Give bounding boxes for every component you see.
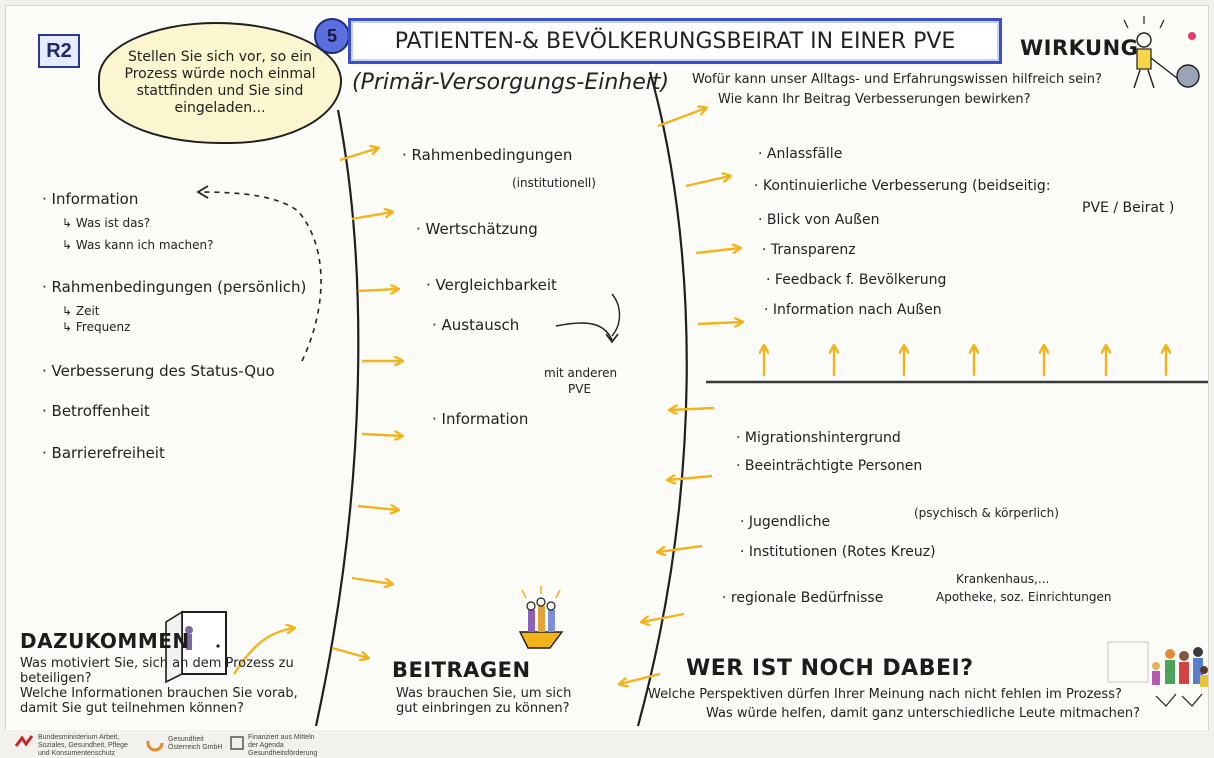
arrow-icon xyxy=(351,212,392,221)
arrow-icon xyxy=(642,612,685,622)
wer-question-2: Was würde helfen, damit ganz unterschied… xyxy=(706,706,1141,721)
arrow-icon xyxy=(331,646,368,658)
left-item: · Rahmenbedingungen (persönlich) xyxy=(42,278,307,296)
arrow-icon xyxy=(357,289,398,291)
poster-title: PATIENTEN-& BEVÖLKERUNGSBEIRAT IN EINER … xyxy=(348,18,1002,64)
step-number-badge: 5 xyxy=(314,18,350,54)
ministry-logo-text: Bundesministerium Arbeit, Soziales, Gesu… xyxy=(38,734,128,757)
goeg-logo-icon xyxy=(146,734,164,752)
beitragen-question-1: Was brauchen Sie, um sich xyxy=(396,686,572,701)
section-badge-r2: R2 xyxy=(38,34,80,68)
dashed-loop-arrow xyxy=(199,191,322,362)
left-subitem: ↳ Zeit xyxy=(62,304,100,318)
arrow-icon xyxy=(670,408,715,410)
arrow-icon xyxy=(232,628,294,675)
poster-drawing xyxy=(165,16,1208,727)
ministry-logo-icon xyxy=(14,734,34,750)
left-item: · Barrierefreiheit xyxy=(42,444,165,462)
arrow-icon xyxy=(351,576,392,584)
wirkung-question-2: Wie kann Ihr Beitrag Verbesserungen bewi… xyxy=(718,92,1031,107)
left-subitem: ↳ Frequenz xyxy=(62,320,131,334)
arrow-icon xyxy=(685,176,730,188)
dazukommen-heading: DAZUKOMMEN xyxy=(20,629,190,653)
pushing-figure-icon xyxy=(1123,16,1200,89)
arrow-icon xyxy=(697,322,742,324)
left-item: · Verbesserung des Status-Quo xyxy=(42,362,275,380)
cloud-text: Stellen Sie sich vor, so ein Prozess wür… xyxy=(124,49,316,116)
agenda-logo-text: Finanziert aus Mitteln der Agenda Gesund… xyxy=(248,734,318,757)
left-item: · Information xyxy=(42,190,139,208)
goeg-logo-text: Gesundheit Österreich GmbH xyxy=(168,736,223,751)
beitragen-heading: BEITRAGEN xyxy=(392,658,531,682)
middle-item: · Rahmenbedingungen xyxy=(402,146,573,164)
footer-logos: Bundesministerium Arbeit, Soziales, Gesu… xyxy=(0,730,1214,758)
middle-item: · Information xyxy=(432,410,529,428)
wer-item: · Jugendliche xyxy=(740,514,831,530)
dazukommen-question-1: Was motiviert Sie, sich an dem Prozess z… xyxy=(20,656,294,686)
arrow-icon xyxy=(620,672,661,684)
left-item: · Betroffenheit xyxy=(42,402,150,420)
wer-item: · Institutionen (Rotes Kreuz) xyxy=(740,544,936,560)
arrow-icon xyxy=(361,434,402,436)
divider-left-curve xyxy=(314,109,360,727)
wer-subitem: Apotheke, soz. Einrichtungen xyxy=(936,590,1112,604)
wirkung-item: · Transparenz xyxy=(762,242,856,258)
arrow-icon xyxy=(695,248,740,255)
wirkung-item: · Anlassfälle xyxy=(758,146,843,162)
vergleich-bracket xyxy=(611,293,621,337)
middle-subitem: (institutionell) xyxy=(512,176,596,190)
wer-heading: WER IST NOCH DABEI? xyxy=(686,656,974,681)
wirkung-item: PVE / Beirat ) xyxy=(1082,200,1175,216)
left-subitem: ↳ Was kann ich machen? xyxy=(62,238,214,252)
wer-subitem: Krankenhaus,... xyxy=(956,572,1050,586)
poster-subtitle: (Primär-Versorgungs-Einheit) xyxy=(352,70,670,95)
wer-question-1: Welche Perspektiven dürfen Ihrer Meinung… xyxy=(648,687,1122,702)
arrow-icon xyxy=(357,506,398,510)
dazukommen-question-2: Welche Informationen brauchen Sie vorab, xyxy=(20,686,298,701)
wirkung-item: · Feedback f. Bevölkerung xyxy=(766,272,947,288)
dazukommen-questions: Was motiviert Sie, sich an dem Prozess z… xyxy=(20,656,350,716)
wer-item: · regionale Bedürfnisse xyxy=(722,590,884,606)
wer-subitem: (psychisch & körperlich) xyxy=(914,506,1059,520)
poster-title-text: PATIENTEN-& BEVÖLKERUNGSBEIRAT IN EINER … xyxy=(394,28,956,54)
wer-item: · Beeinträchtigte Personen xyxy=(736,458,923,474)
middle-subitem: mit anderen xyxy=(544,366,618,380)
beitragen-questions: Was brauchen Sie, um sich gut einbringen… xyxy=(396,686,596,716)
poster-board: R2 Stellen Sie sich vor, so ein Prozess … xyxy=(6,6,1208,734)
door-icon xyxy=(165,610,227,684)
middle-item: · Wertschätzung xyxy=(416,220,538,238)
left-subitem: ↳ Was ist das? xyxy=(62,216,151,230)
wirkung-heading: WIRKUNG xyxy=(1020,36,1139,60)
arrow-icon xyxy=(657,108,706,128)
austausch-arrow xyxy=(555,322,613,341)
beitragen-question-2: gut einbringen zu können? xyxy=(396,701,570,716)
wirkung-item: · Blick von Außen xyxy=(758,212,880,228)
dazukommen-question-3: damit Sie gut teilnehmen können? xyxy=(20,701,244,716)
wer-item: · Migrationshintergrund xyxy=(736,430,901,446)
arrow-icon xyxy=(339,148,378,162)
wirkung-item: · Kontinuierliche Verbesserung (beidseit… xyxy=(754,178,1051,194)
wirkung-item: · Information nach Außen xyxy=(764,302,942,318)
hands-icon xyxy=(518,586,564,649)
divider-right-curve xyxy=(636,71,688,727)
middle-item: · Vergleichbarkeit xyxy=(426,276,557,294)
arrow-icon xyxy=(658,544,703,552)
agenda-logo-icon xyxy=(230,736,244,750)
arrow-icon xyxy=(668,476,713,480)
wirkung-question-1: Wofür kann unser Alltags- und Erfahrungs… xyxy=(692,72,1102,87)
speech-cloud: Stellen Sie sich vor, so ein Prozess wür… xyxy=(98,22,342,144)
middle-item: · Austausch xyxy=(432,316,520,334)
middle-subitem: PVE xyxy=(568,382,592,396)
people-group-icon xyxy=(1107,641,1208,707)
